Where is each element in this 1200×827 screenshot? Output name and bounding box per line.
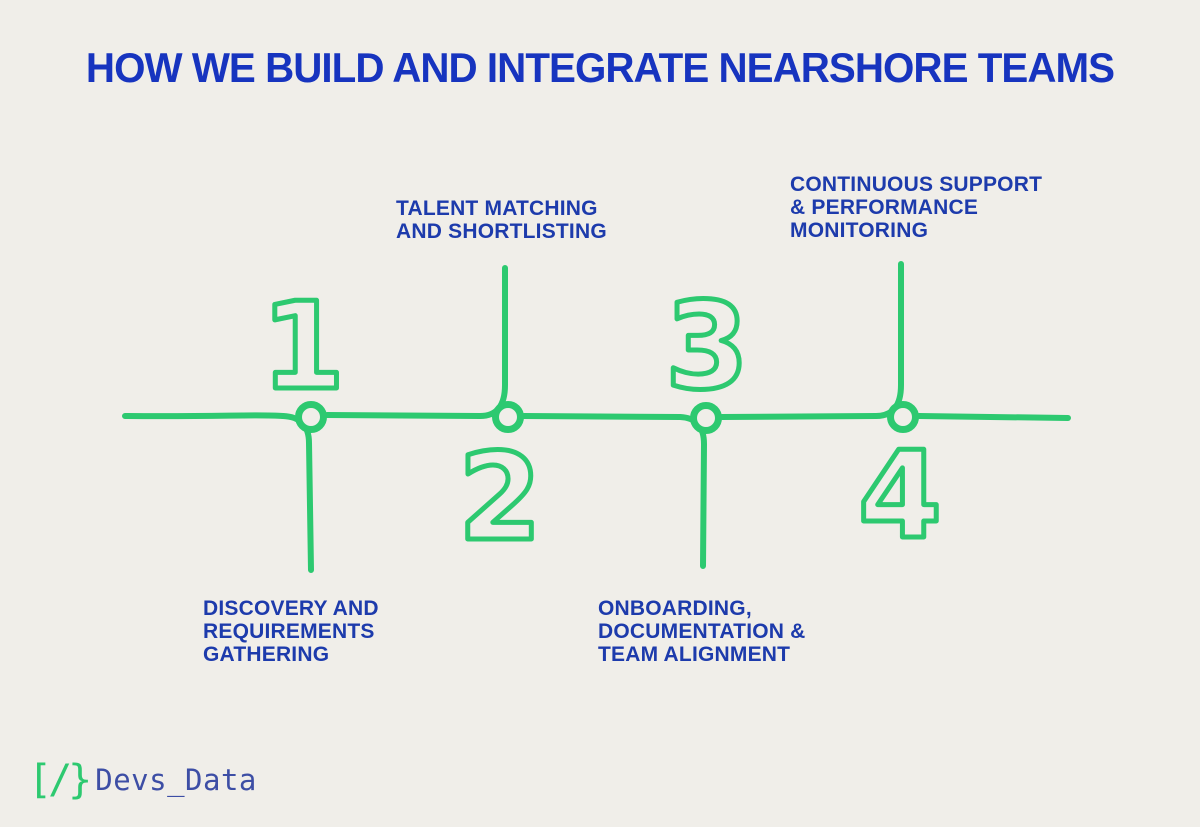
step-3-label-line: ONBOARDING,: [598, 597, 752, 620]
code-bracket-icon: [/}: [28, 757, 92, 803]
timeline-node-3: [690, 402, 722, 434]
step-2-connector: [477, 265, 508, 419]
step-number-4: 4: [858, 427, 942, 566]
step-2-label-line: TALENT MATCHING: [396, 197, 598, 220]
step-1-label-line: DISCOVERY AND: [203, 597, 379, 620]
devsdata-logo: [/} Devs_Data: [28, 760, 257, 800]
step-1-label-line: REQUIREMENTS: [203, 620, 375, 643]
step-1-label-line: GATHERING: [203, 643, 330, 666]
timeline-line-segment: [122, 412, 286, 420]
step-3-connector: [677, 414, 707, 569]
step-2-label-line: AND SHORTLISTING: [396, 220, 607, 243]
logo-text: Devs_Data: [95, 762, 257, 797]
step-1-label: DISCOVERY AND REQUIREMENTS GATHERING: [203, 597, 379, 666]
step-4-label: CONTINUOUS SUPPORT & PERFORMANCE MONITOR…: [790, 173, 1042, 242]
page-title: HOW WE BUILD AND INTEGRATE NEARSHORE TEA…: [85, 44, 1115, 91]
timeline-line-segment: [719, 413, 879, 420]
timeline-line-segment: [521, 413, 683, 420]
timeline-line-segment: [916, 413, 1071, 421]
step-4-label-line: MONITORING: [790, 219, 929, 242]
timeline-line-segment: [324, 412, 483, 419]
step-number-1: 1: [261, 278, 345, 417]
timeline-node-1: [295, 401, 327, 433]
step-4-connector: [873, 261, 904, 419]
timeline-node-2: [492, 401, 524, 433]
step-4-label-line: & PERFORMANCE: [790, 196, 979, 219]
step-1-connector: [280, 413, 314, 573]
step-number-2: 2: [458, 429, 542, 568]
timeline-node-4: [887, 401, 919, 433]
step-4-label-line: CONTINUOUS SUPPORT: [790, 173, 1043, 196]
step-3-label-line: DOCUMENTATION &: [598, 620, 806, 643]
step-number-3: 3: [665, 278, 749, 417]
step-3-label-line: TEAM ALIGNMENT: [598, 643, 791, 666]
step-2-label: TALENT MATCHING AND SHORTLISTING: [396, 197, 607, 243]
step-3-label: ONBOARDING, DOCUMENTATION & TEAM ALIGNME…: [598, 597, 806, 666]
